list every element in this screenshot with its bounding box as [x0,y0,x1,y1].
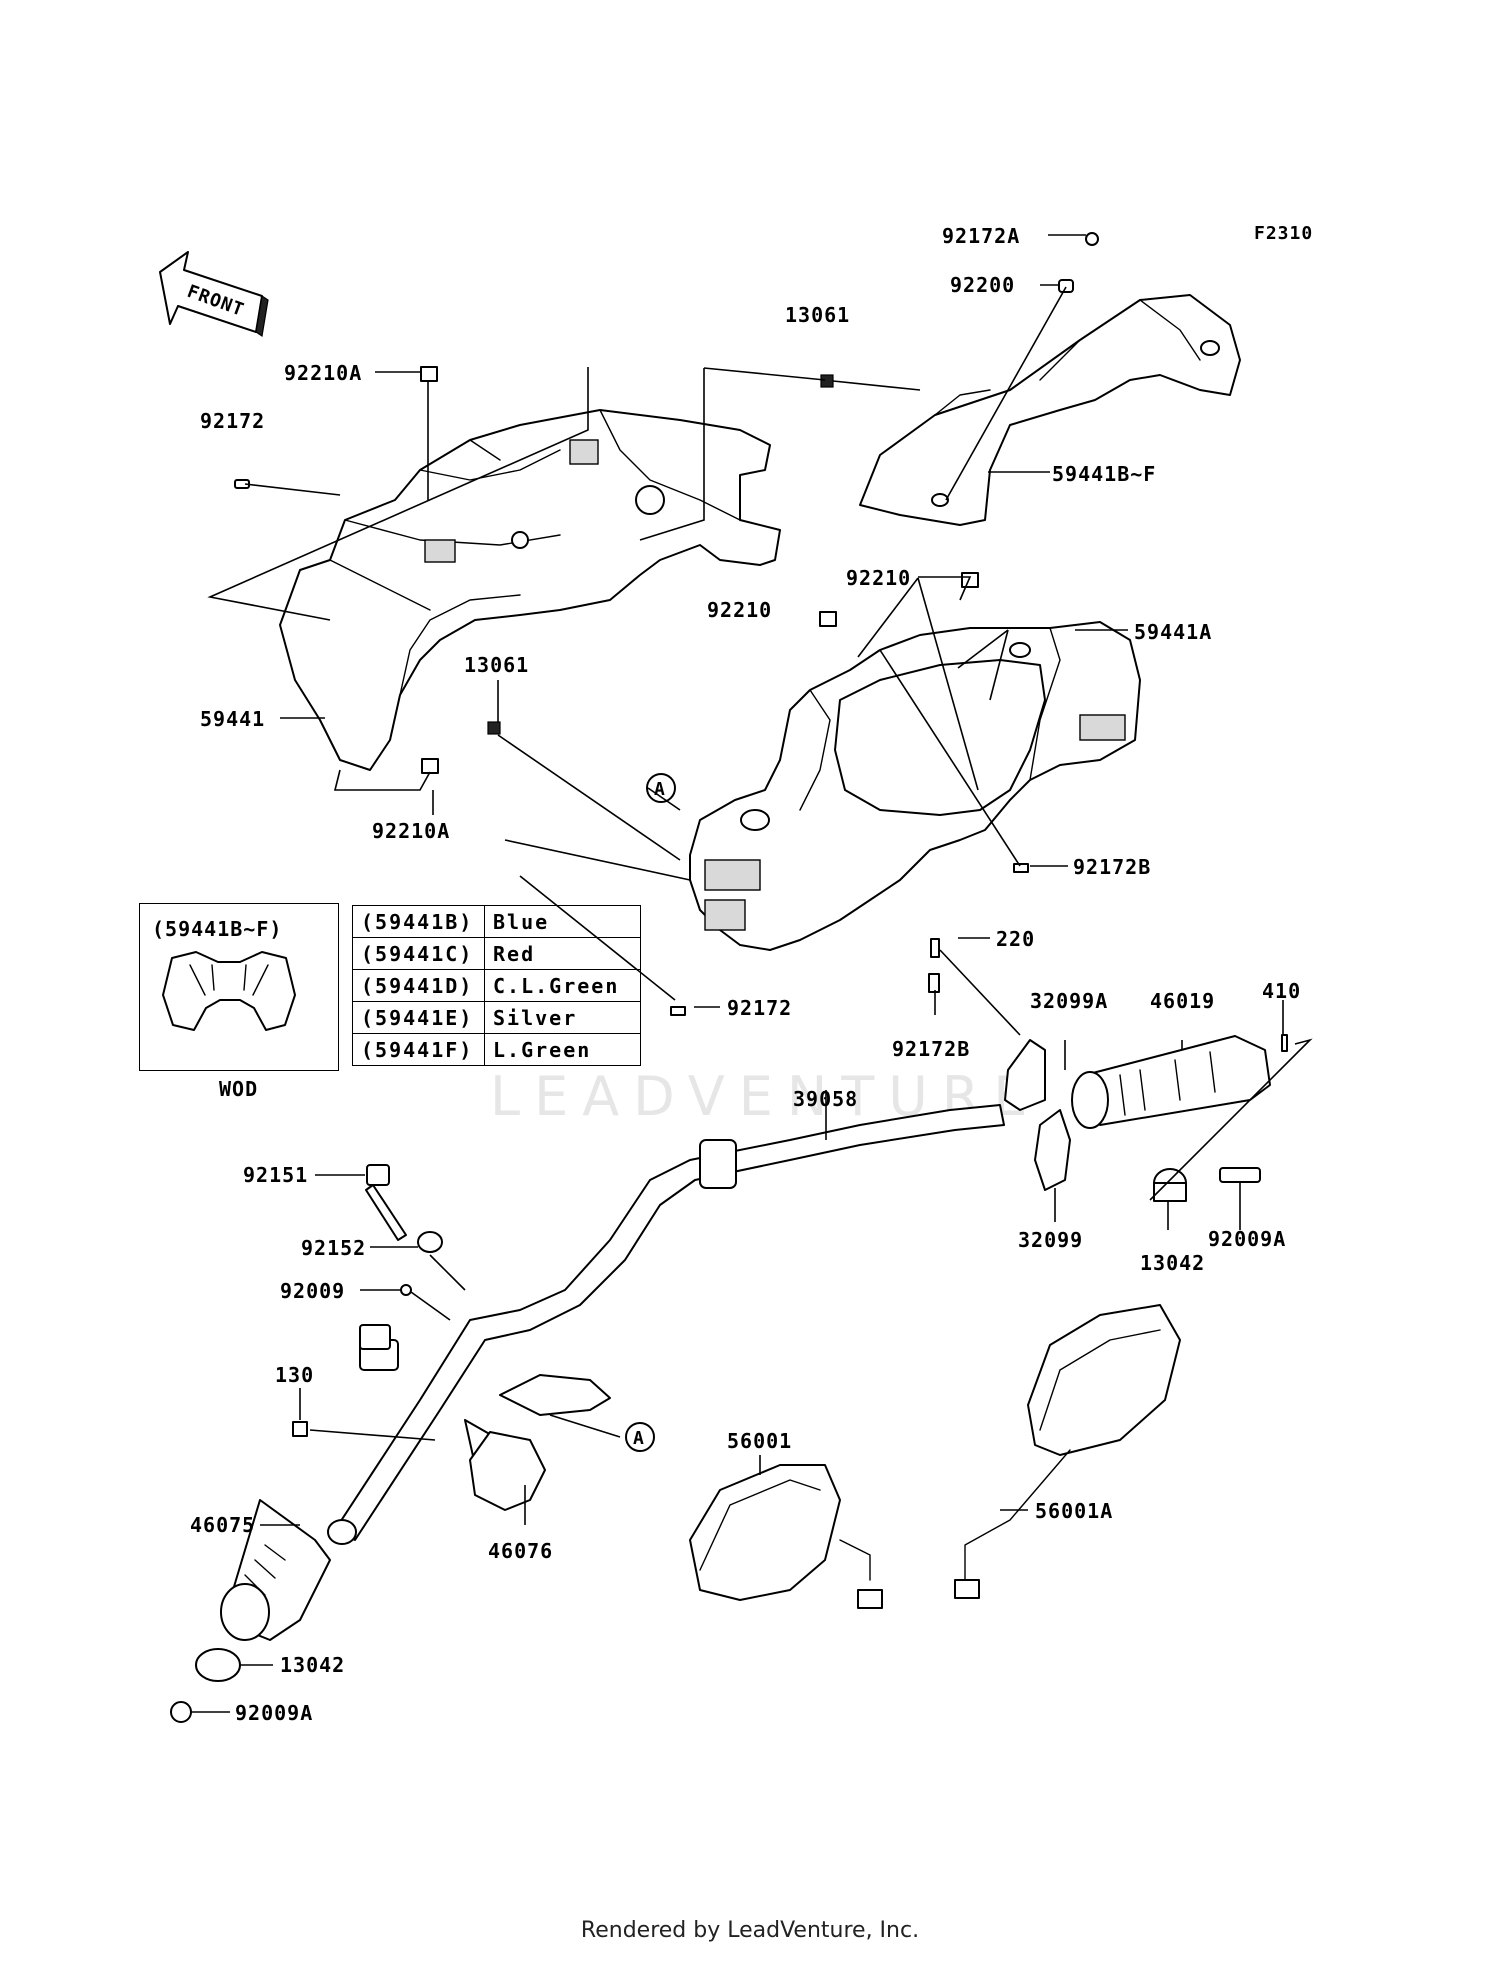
color-code-cell: (59441D) [352,969,485,1002]
color-code-cell: (59441B) [352,905,485,938]
label-92151: 92151 [243,1163,308,1187]
footer-credit: Rendered by LeadVenture, Inc. [580,1918,920,1943]
label-92172A: 92172A [942,224,1020,248]
grip-46075 [220,1499,331,1641]
color-name-cell: L.Green [484,1033,641,1066]
color-table-row: (59441F)L.Green [352,1033,641,1066]
label-92210-mid: 92210 [707,598,772,622]
color-name-cell: Blue [484,905,641,938]
collar-92152 [417,1231,443,1253]
switch-housing-32099 [1034,1109,1071,1191]
color-code-cell: (59441C) [352,937,485,970]
weight-13042-right [1153,1168,1187,1202]
label-59441A: 59441A [1134,620,1212,644]
front-arrow-icon: FRONT [159,251,269,338]
ref-circle-a-top: A [646,773,676,803]
label-92152: 92152 [301,1236,366,1260]
label-220: 220 [996,927,1035,951]
ref-a-top-label: A [654,779,666,800]
label-39058: 39058 [793,1087,858,1111]
label-46019: 46019 [1150,989,1215,1013]
weight-13042-left [195,1648,241,1682]
label-13042-left: 13042 [280,1653,345,1677]
ref-circle-a-bottom: A [625,1422,655,1452]
leader-lines [190,234,1313,1713]
fastener-icons [234,232,1288,1052]
label-32099: 32099 [1018,1228,1083,1252]
label-56001: 56001 [727,1429,792,1453]
color-table-row: (59441D)C.L.Green [352,969,641,1002]
label-46075: 46075 [190,1513,255,1537]
inset-cover-sketch [162,951,296,1031]
label-13061-mid: 13061 [464,653,529,677]
label-13042-right: 13042 [1140,1251,1205,1275]
mirror-56001 [689,1464,883,1609]
callout-labels: 92172A 92200 13061 92210A 92172 59441B~F… [190,224,1301,1725]
screw-92009A-left [170,1701,192,1723]
color-table-row: (59441E)Silver [352,1001,641,1034]
color-code-cell: (59441F) [352,1033,485,1066]
bolt-92151 [365,1164,407,1241]
label-56001A: 56001A [1035,1499,1113,1523]
label-92009: 92009 [280,1279,345,1303]
color-table-row: (59441C)Red [352,937,641,970]
holder-46076 [359,1324,546,1511]
handlebar-39058 [327,1104,1005,1545]
inset-title: (59441B~F) [152,917,282,941]
label-92200: 92200 [950,273,1015,297]
label-46076: 46076 [488,1539,553,1563]
label-130: 130 [275,1363,314,1387]
handlebar-cover-59441A [689,621,1141,951]
bolt-130 [292,1421,308,1437]
ref-a-bottom-label: A [633,1428,645,1449]
label-92210-right: 92210 [846,566,911,590]
switch-housing-32099A [1004,1039,1046,1111]
figure-code: F2310 [1254,223,1313,244]
label-32099A: 32099A [1030,989,1108,1013]
label-59441B-F: 59441B~F [1052,462,1156,486]
label-92210A-top: 92210A [284,361,362,385]
label-92172B-bottom: 92172B [892,1037,970,1061]
mirror-56001A [954,1304,1181,1599]
screw-92009A-right [1219,1167,1261,1183]
color-name-cell: C.L.Green [484,969,641,1002]
bolt-92009 [400,1284,412,1296]
label-92172-bottom: 92172 [727,996,792,1020]
label-92009A-left: 92009A [235,1701,313,1725]
label-92009A-right: 92009A [1208,1227,1286,1251]
label-13061-top: 13061 [785,303,850,327]
inset-caption: WOD [219,1077,258,1101]
color-table-row: (59441B)Blue [352,905,641,938]
label-92172-left: 92172 [200,409,265,433]
label-92210A-bottom: 92210A [372,819,450,843]
label-59441: 59441 [200,707,265,731]
color-code-cell: (59441E) [352,1001,485,1034]
label-92172B-right: 92172B [1073,855,1151,879]
label-410: 410 [1262,979,1301,1003]
inset-box [139,903,339,1071]
handlebar-cover-59441B-F [859,294,1241,526]
color-name-cell: Silver [484,1001,641,1034]
throttle-grip-46019 [1071,1035,1271,1129]
color-name-cell: Red [484,937,641,970]
color-table: (59441B)Blue(59441C)Red(59441D)C.L.Green… [352,905,641,1066]
handlebar-cover-upper [279,409,781,771]
